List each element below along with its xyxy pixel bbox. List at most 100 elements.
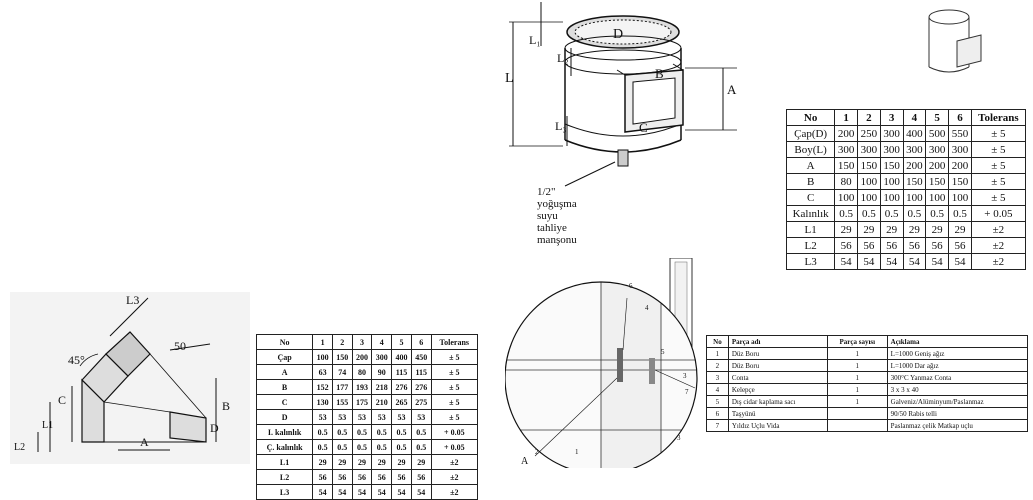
parts-cell: L=1000 Geniş ağız xyxy=(886,347,1028,360)
dim-bottom-cell: 300 xyxy=(371,349,393,365)
dim-bottom-cell: D xyxy=(256,409,314,425)
parts-cell: Düz Boru xyxy=(727,347,828,360)
dim-top-header-cell: 3 xyxy=(879,109,904,126)
parts-cell: 7 xyxy=(706,419,729,432)
dim-bottom-cell: 155 xyxy=(331,394,353,410)
dim-bottom-cell: 53 xyxy=(312,409,333,425)
parts-cell: Düz Boru xyxy=(727,359,828,372)
elbow-label-b: B xyxy=(222,399,230,413)
dim-top-cell: 300 xyxy=(902,141,927,158)
parts-header-cell: Parça adı xyxy=(727,335,828,348)
dim-bottom-cell: 56 xyxy=(391,469,412,485)
parts-cell: Yıldız Uçlu Vida xyxy=(727,419,828,432)
callout-1: 1 xyxy=(575,448,579,456)
dim-bottom-cell: 74 xyxy=(331,364,353,380)
dim-bottom-cell: I. kalınlık xyxy=(256,424,314,440)
dim-bottom-cell: 56 xyxy=(410,469,432,485)
dim-bottom-cell: 54 xyxy=(371,484,393,500)
dim-bottom-cell: L1 xyxy=(256,454,314,470)
dim-bottom-cell: 0.5 xyxy=(351,439,373,455)
dim-top-cell: 0.5 xyxy=(857,205,881,222)
cylinder-figure: D L₁ L₂ L L₃ B A C xyxy=(505,2,737,187)
parts-cell: Conta xyxy=(727,371,828,384)
dim-bottom-cell: 0.5 xyxy=(371,439,393,455)
dim-bottom-cell: 54 xyxy=(410,484,432,500)
dim-top-cell: 100 xyxy=(879,173,904,190)
dim-top-cell: 0.5 xyxy=(925,205,950,222)
dim-top-cell: 29 xyxy=(857,221,881,238)
dim-top-cell: 100 xyxy=(879,189,904,206)
parts-cell: Taşyünü xyxy=(727,407,828,420)
dim-top-cell: 200 xyxy=(902,157,927,174)
elbow-label-d: D xyxy=(210,421,219,435)
dim-bottom-cell: ±2 xyxy=(430,469,478,485)
dim-top-header-cell: 4 xyxy=(902,109,927,126)
dim-top-cell: Boy(L) xyxy=(786,141,836,158)
parts-header-cell: Parça sayısı xyxy=(826,335,888,348)
dim-top-cell: 150 xyxy=(948,173,972,190)
dim-bottom-cell: 210 xyxy=(371,394,393,410)
detail-figure: A 6 4 5 3 7 2 1 3 xyxy=(505,258,698,468)
dim-top-cell: 56 xyxy=(857,237,881,254)
dim-top-cell: 0.5 xyxy=(948,205,972,222)
dim-top-cell: 80 xyxy=(834,173,858,190)
callout-6: 6 xyxy=(629,282,633,290)
dim-top-cell: 56 xyxy=(834,237,858,254)
drain-note: 1/2" yoğuşma suyu tahliye manşonu xyxy=(537,186,577,246)
parts-cell: 1 xyxy=(826,383,888,396)
dim-bottom-cell: 150 xyxy=(331,349,353,365)
dim-bottom-cell: B xyxy=(256,379,314,395)
dim-top-header-cell: 1 xyxy=(834,109,858,126)
elbow-label-c: C xyxy=(58,393,66,407)
dim-bottom-header-cell: 6 xyxy=(410,334,432,350)
elbow-label-l3: L3 xyxy=(126,293,139,307)
elbow-drawing: L3 45° 50 C B L1 D A L2 xyxy=(10,292,250,464)
dim-top-header-cell: No xyxy=(786,109,836,126)
dim-top-cell: 29 xyxy=(879,221,904,238)
elbow-label-l2: L2 xyxy=(14,442,25,453)
dim-bottom-cell: 29 xyxy=(410,454,432,470)
label-l1: L₁ xyxy=(529,33,541,47)
dim-top-header-cell: 2 xyxy=(857,109,881,126)
dim-bottom-cell: L3 xyxy=(256,484,314,500)
dim-top-cell: 56 xyxy=(925,237,950,254)
dim-top-cell: C xyxy=(786,189,836,206)
parts-cell: 1 xyxy=(826,395,888,408)
dim-top-cell: 54 xyxy=(948,253,972,270)
dim-top-cell: 0.5 xyxy=(834,205,858,222)
dim-top-cell: ±2 xyxy=(970,237,1026,254)
dim-bottom-cell: 276 xyxy=(391,379,412,395)
dim-top-cell: A xyxy=(786,157,836,174)
parts-cell: Galveniz/Alüminyum/Paslanmaz xyxy=(886,395,1028,408)
parts-cell: Paslanmaz çelik Matkap uçlu xyxy=(886,419,1028,432)
dim-bottom-cell: 56 xyxy=(331,469,353,485)
elbow-label-l1: L1 xyxy=(42,420,53,431)
dim-bottom-cell: Çap xyxy=(256,349,314,365)
dim-top-cell: 0.5 xyxy=(902,205,927,222)
drain-note-line-3: suyu xyxy=(537,210,558,222)
callout-3b: 3 xyxy=(677,434,681,442)
dim-bottom-cell: 100 xyxy=(312,349,333,365)
dim-bottom-cell: ± 5 xyxy=(430,349,478,365)
dim-bottom-cell: 200 xyxy=(351,349,373,365)
dim-top-cell: 56 xyxy=(948,237,972,254)
